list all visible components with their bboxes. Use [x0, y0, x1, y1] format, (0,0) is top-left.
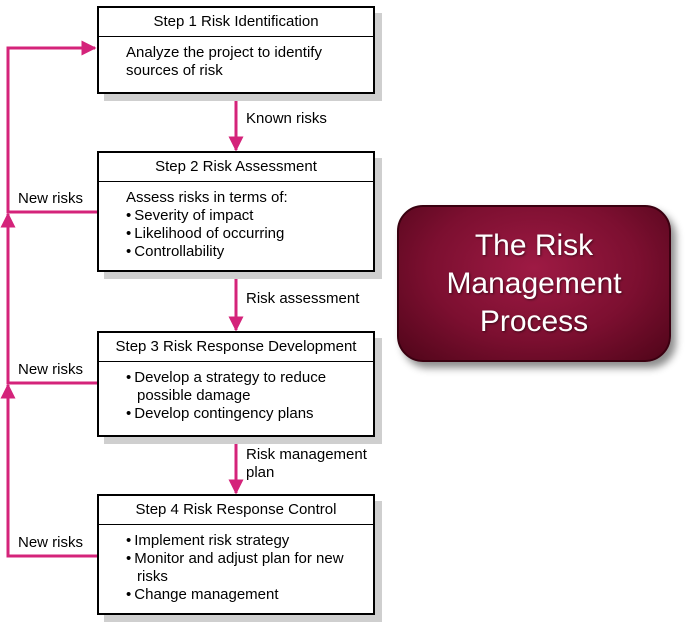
- title-panel: The Risk Management Process: [397, 205, 671, 362]
- label-new-risks-step2: New risks: [18, 190, 84, 207]
- step-4-heading: Step 4 Risk Response Control: [99, 496, 373, 525]
- feedback-arrow-step4-to-step3: [0, 383, 97, 558]
- step-1-heading: Step 1 Risk Identification: [99, 8, 373, 37]
- feedback-arrow-step2-to-step1: [6, 40, 97, 214]
- step-2-intro: Assess risks in terms of:: [126, 189, 288, 206]
- step-2-bullet: Controllability: [126, 243, 363, 261]
- process-title: The Risk Management Process: [446, 228, 622, 338]
- step-3-heading: Step 3 Risk Response Development: [99, 333, 373, 362]
- label-risk-assessment: Risk assessment: [246, 290, 360, 307]
- label-known-risks: Known risks: [246, 110, 327, 127]
- step-4-bullet: Implement risk strategy: [126, 532, 363, 550]
- label-new-risks-step4: New risks: [18, 534, 84, 551]
- step-3-bullet: Develop a strategy to reduce possible da…: [126, 369, 363, 405]
- step-2-bullets: Severity of impact Likelihood of occurri…: [126, 207, 363, 261]
- step-4-bullet: Change management: [126, 586, 363, 604]
- step-3-box: Step 3 Risk Response Development Develop…: [97, 331, 375, 437]
- step-4-bullet: Monitor and adjust plan for new risks: [126, 550, 363, 586]
- feedback-arrow-step3-to-step2: [0, 212, 97, 385]
- label-risk-management-plan: Risk management plan: [246, 446, 367, 481]
- step-3-bullets: Develop a strategy to reduce possible da…: [126, 369, 363, 423]
- step-4-box: Step 4 Risk Response Control Implement r…: [97, 494, 375, 615]
- step-2-box: Step 2 Risk Assessment Assess risks in t…: [97, 151, 375, 272]
- step-4-bullets: Implement risk strategy Monitor and adju…: [126, 532, 363, 604]
- step-1-box: Step 1 Risk Identification Analyze the p…: [97, 6, 375, 94]
- label-new-risks-step3: New risks: [18, 361, 84, 378]
- step-3-bullet: Develop contingency plans: [126, 405, 363, 423]
- step-2-heading: Step 2 Risk Assessment: [99, 153, 373, 182]
- step-1-description: Analyze the project to identify sources …: [126, 44, 322, 79]
- step-2-bullet: Severity of impact: [126, 207, 363, 225]
- step-2-bullet: Likelihood of occurring: [126, 225, 363, 243]
